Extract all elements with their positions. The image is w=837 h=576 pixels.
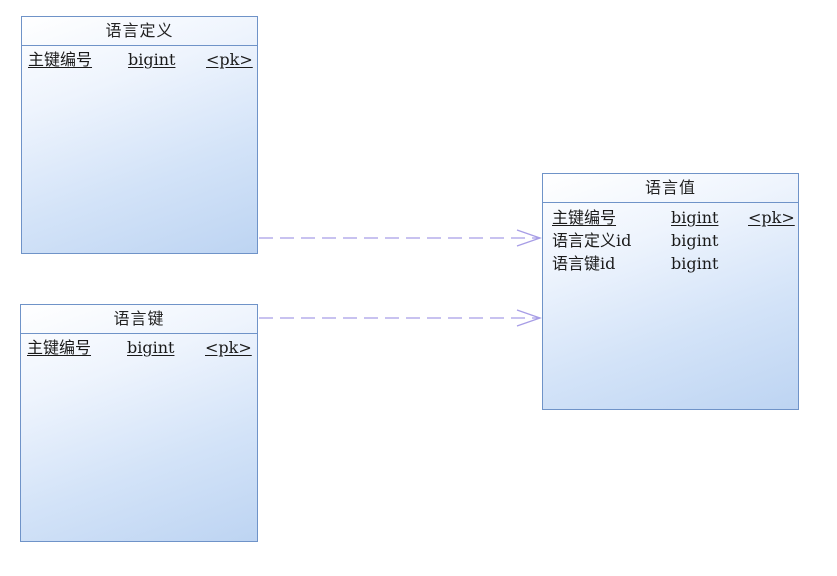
attribute-name: 语言键id bbox=[552, 254, 616, 273]
attribute-name: 语言定义id bbox=[552, 231, 632, 250]
arrowhead-icon bbox=[516, 309, 542, 327]
attribute-row: 语言定义id bigint bbox=[543, 229, 798, 252]
entity-title: 语言键 bbox=[21, 305, 257, 334]
attribute-type: bigint bbox=[128, 50, 176, 69]
link-key-to-value[interactable] bbox=[259, 309, 542, 327]
attribute-type: bigint bbox=[127, 338, 175, 357]
entity-language-key[interactable]: 语言键 主键编号 bigint <pk> bbox=[20, 304, 258, 542]
attribute-name: 主键编号 bbox=[27, 338, 92, 357]
attribute-row: 主键编号 bigint <pk> bbox=[22, 48, 257, 71]
attribute-row: 主键编号 bigint <pk> bbox=[543, 206, 798, 229]
attribute-key: <pk> bbox=[748, 208, 795, 227]
attribute-type: bigint bbox=[671, 208, 719, 227]
attribute-name: 主键编号 bbox=[28, 50, 93, 69]
attribute-key: <pk> bbox=[206, 50, 253, 69]
entity-title: 语言值 bbox=[543, 174, 798, 203]
entity-language-value[interactable]: 语言值 主键编号 bigint <pk> 语言定义id bigint 语言键id… bbox=[542, 173, 799, 410]
attribute-type: bigint bbox=[671, 231, 719, 250]
link-definition-to-value[interactable] bbox=[259, 229, 542, 247]
attribute-type: bigint bbox=[671, 254, 719, 273]
entity-title: 语言定义 bbox=[22, 17, 257, 46]
arrowhead-icon bbox=[516, 229, 542, 247]
attribute-row: 语言键id bigint bbox=[543, 252, 798, 275]
attribute-row: 主键编号 bigint <pk> bbox=[21, 336, 257, 359]
entity-language-definition[interactable]: 语言定义 主键编号 bigint <pk> bbox=[21, 16, 258, 254]
attribute-name: 主键编号 bbox=[552, 208, 617, 227]
attribute-key: <pk> bbox=[205, 338, 252, 357]
